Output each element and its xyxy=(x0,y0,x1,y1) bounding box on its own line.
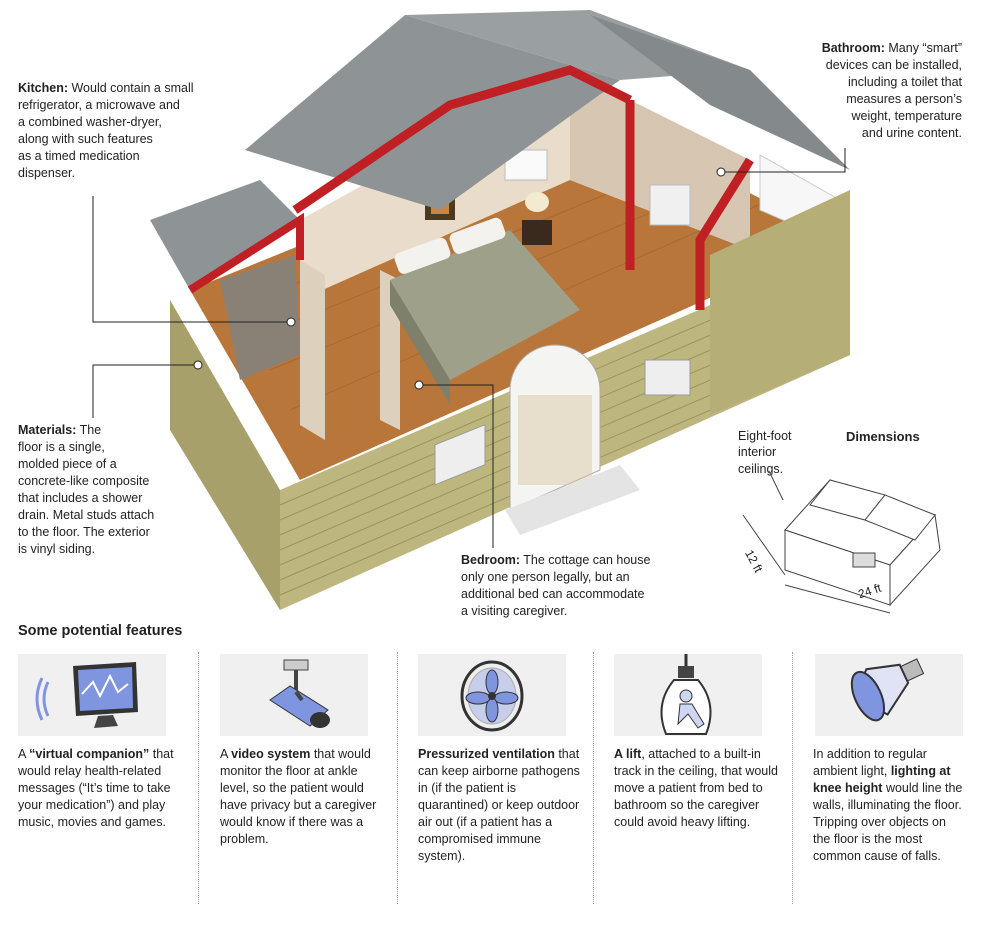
feature-text-video: A video system that would monitor the fl… xyxy=(220,747,377,846)
feature-divider xyxy=(397,652,398,904)
bedroom-callout: Bedroom: The cottage can house only one … xyxy=(461,553,651,618)
feature-divider xyxy=(593,652,594,904)
bathroom-title: Bathroom: xyxy=(821,41,885,55)
house-illustration xyxy=(150,10,870,620)
bedroom-title: Bedroom: xyxy=(461,553,521,567)
fan-icon xyxy=(418,654,566,736)
features-heading: Some potential features xyxy=(18,623,183,639)
materials-title: Materials: xyxy=(18,423,77,437)
kitchen-title: Kitchen: xyxy=(18,81,68,95)
bathroom-callout: Bathroom: Many “smart” devices can be in… xyxy=(821,41,962,140)
kitchen-callout: Kitchen: Would contain a small refrigera… xyxy=(18,81,194,180)
lamp-icon xyxy=(815,654,963,736)
feature-text-companion: A “virtual companion” that would relay h… xyxy=(18,747,174,829)
feature-divider xyxy=(198,652,199,904)
feature-divider xyxy=(792,652,793,904)
dimensions-diagram xyxy=(742,470,941,614)
materials-callout: Materials: The floor is a single, molded… xyxy=(18,423,155,556)
lift-icon xyxy=(614,654,762,736)
feature-text-lift: A lift, attached to a built-in track in … xyxy=(614,747,778,829)
dimensions-title: Dimensions xyxy=(846,429,920,444)
monitor-icon xyxy=(18,654,166,736)
camera-icon xyxy=(220,654,368,736)
feature-text-ventilation: Pressurized ventilation that can keep ai… xyxy=(418,747,580,863)
feature-text-lighting: In addition to regular ambient light, li… xyxy=(813,747,963,863)
ceiling-note: Eight-foot interior ceilings. xyxy=(738,429,792,476)
